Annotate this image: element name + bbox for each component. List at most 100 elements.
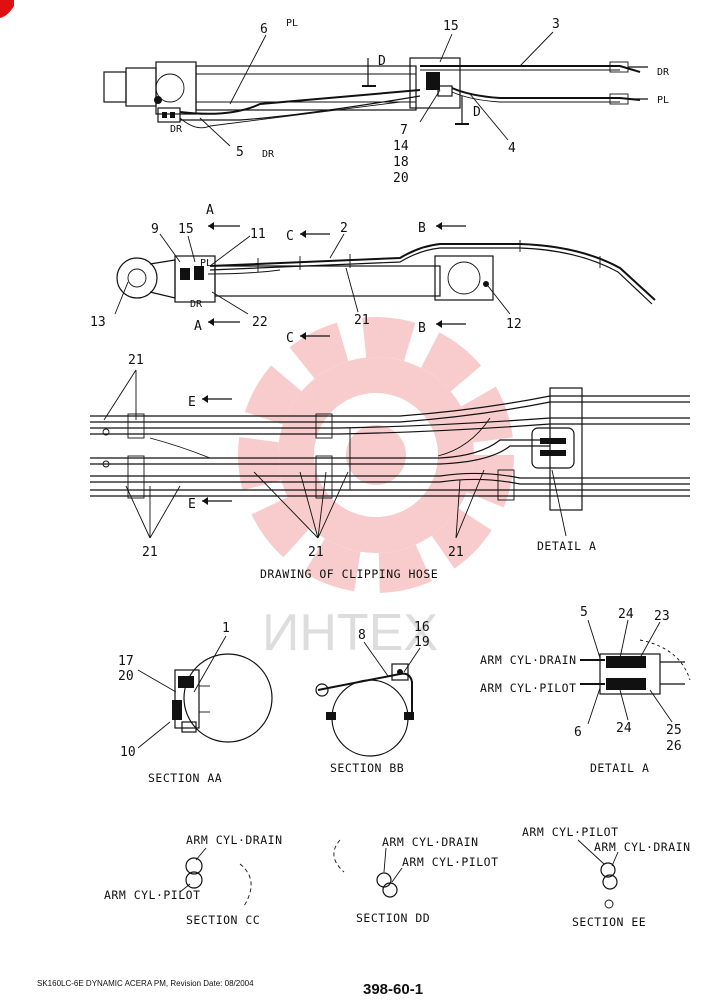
callout-16: 16 [414,620,430,635]
callout-2: 2 [340,221,348,236]
hoses-top [179,61,648,129]
arrow-b-bottom [436,320,466,328]
detail-a-caption: DETAIL A [590,761,649,775]
callout-dr-side: DR [190,299,203,310]
section-bb: 8 16 19 SECTION BB [315,620,430,775]
side-clips [257,240,601,272]
callout-24-top: 24 [618,607,634,622]
callout-21-side: 21 [354,313,370,328]
callout-21-right: 21 [448,545,464,560]
callout-e-top: E [188,395,196,410]
callout-21-left: 21 [142,545,158,560]
callout-14: 14 [393,139,409,154]
callout-22: 22 [252,315,268,330]
clipping-caption: DRAWING OF CLIPPING HOSE [260,567,438,581]
arrow-a-top [208,222,240,230]
callout-7: 7 [400,123,408,138]
callout-20-top: 20 [393,171,409,186]
valve-block [157,107,181,123]
callout-b-top: B [418,221,426,236]
section-ee-pilot-label: ARM CYL·PILOT [522,825,619,839]
gear-watermark-icon [238,317,514,593]
callout-24-bottom: 24 [616,721,632,736]
arrow-a-bottom [208,318,240,326]
section-cc: ARM CYL·DRAIN ARM CYL·PILOT SECTION CC [104,833,283,927]
clipping-hose-drawing: 21 21 21 21 E E DETAIL A DRAWING OF CLIP… [90,353,690,581]
callout-12: 12 [506,317,522,332]
cylinder-head [103,61,197,115]
callout-dr-bottom: DR [262,149,275,160]
callout-19: 19 [414,635,430,650]
cylinder-eye [116,257,176,299]
section-cc-drain-label: ARM CYL·DRAIN [186,833,283,847]
side-view-assembly: A A B B C C 2 9 15 11 13 21 22 12 DR PL [90,203,656,346]
section-dd-drain-label: ARM CYL·DRAIN [382,835,479,849]
arrow-c-bottom [300,332,330,340]
callout-5-detail: 5 [580,605,588,620]
callout-20-aa: 20 [118,669,134,684]
mounting-plate [549,387,583,511]
callout-13: 13 [90,315,106,330]
callout-e-bottom: E [188,497,196,512]
callout-d-bottom: D [473,105,481,120]
arrow-e-top [202,395,232,403]
callout-6: 6 [260,22,268,37]
callout-a-bottom: A [194,319,202,334]
callout-pl-side: PL [200,258,212,269]
detail-a-reference: DETAIL A [537,539,596,553]
callout-6-detail: 6 [574,725,582,740]
rod-end-block [409,57,461,109]
callout-17: 17 [118,654,134,669]
callout-21-middle: 21 [308,545,324,560]
callout-15-side: 15 [178,222,194,237]
section-marker-d-top [362,58,376,87]
section-ee: ARM CYL·PILOT ARM CYL·DRAIN SECTION EE [522,825,691,929]
callout-25: 25 [666,723,682,738]
callout-a-top: A [206,203,214,218]
page-number: 398-60-1 [363,981,424,998]
callout-1: 1 [222,621,230,636]
section-ee-caption: SECTION EE [572,915,646,929]
section-dd-caption: SECTION DD [356,911,430,925]
detail-a-box [531,427,575,469]
callout-10: 10 [120,745,136,760]
callout-pl-right: PL [657,95,669,106]
section-cc-pilot-label: ARM CYL·PILOT [104,888,201,902]
arrow-b-top [436,222,466,230]
callout-dr-valve: DR [170,124,183,135]
section-bb-caption: SECTION BB [330,761,404,775]
section-ee-drain-label: ARM CYL·DRAIN [594,840,691,854]
callout-3: 3 [552,17,560,32]
callout-9: 9 [151,222,159,237]
section-cc-caption: SECTION CC [186,913,260,927]
callout-11: 11 [250,227,266,242]
detail-a-pilot-label: ARM CYL·PILOT [480,681,577,695]
watermark-text: ИНТЕХ [262,604,438,662]
callout-c-bottom: C [286,331,294,346]
cylinder-tube [195,65,417,111]
top-view-assembly: 6 PL 15 3 DR PL D D 7 14 18 20 4 5 DR DR [103,17,670,186]
section-aa-caption: SECTION AA [148,771,222,785]
callout-23: 23 [654,609,670,624]
detail-a-drain-label: ARM CYL·DRAIN [480,653,577,667]
document-footer: SK160LC-6E DYNAMIC ACERA PM, Revision Da… [37,979,254,988]
callout-d-top: D [378,54,386,69]
callout-5-top: 5 [236,145,244,160]
section-marker-d-bottom [455,96,469,125]
callout-dr-right: DR [657,67,670,78]
callout-18: 18 [393,155,409,170]
callout-26: 26 [666,739,682,754]
callout-21-top: 21 [128,353,144,368]
callout-8: 8 [358,628,366,643]
detail-a-view: ARM CYL·DRAIN ARM CYL·PILOT 5 24 23 6 24… [480,605,691,775]
callout-b-bottom: B [418,321,426,336]
callout-pl-top: PL [286,18,298,29]
hoses-side [207,243,656,305]
corner-marker-icon [0,0,14,18]
clip-marks [102,413,515,501]
callout-15-top: 15 [443,19,459,34]
side-rod-end [434,255,494,301]
arrow-e-bottom [202,497,232,505]
section-dd: ARM CYL·DRAIN ARM CYL·PILOT SECTION DD [333,835,498,925]
